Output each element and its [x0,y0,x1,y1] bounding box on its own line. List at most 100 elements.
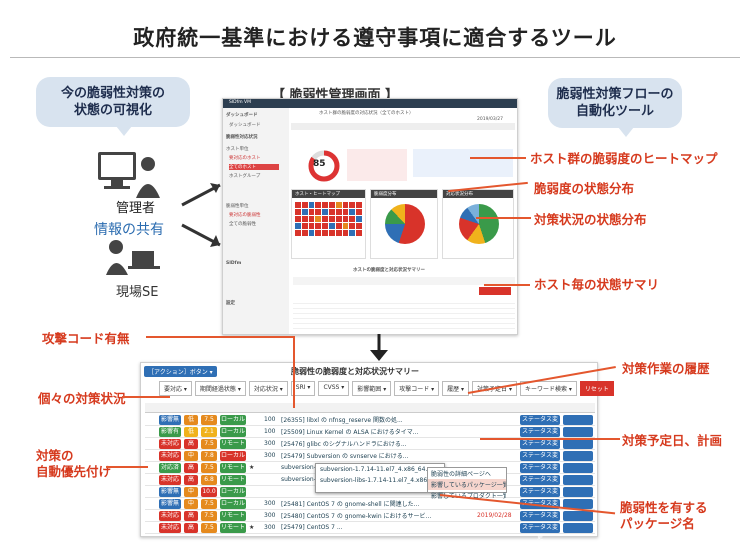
summary-leader [484,284,530,286]
vuln-dist-pie [385,204,425,244]
sidebar-item-host-group[interactable]: ホストグループ [229,174,261,179]
status-change-button[interactable]: ステータス変更 [520,438,560,457]
filter-2[interactable]: 対応状況 ▾ [248,381,288,396]
divider [10,57,740,58]
sri-cell: 高 [184,438,198,449]
summary-filter-bar[interactable] [293,277,515,285]
vuln-cell: [25481] CentOS 7 の gnome-shell に関連した... [281,501,420,508]
sidebar-item-host[interactable]: ホスト単位 [226,147,249,152]
plan-button[interactable] [563,414,593,425]
plan-button[interactable] [563,486,593,497]
package-1[interactable]: subversion-1.7.14-11.el7_4.x86_64.rpm [320,466,440,473]
status-change-button[interactable]: ステータス変更 [520,522,560,541]
sidebar-item-host-needed[interactable]: 要対応のホスト [229,156,261,161]
plan-button[interactable] [563,438,593,449]
detail-screenshot: ［アクション］ボタン ▾ 脆弱性の脆弱度と対応状況サマリー 要対応 ▾ 期間経過… [140,362,614,541]
action-dropdown-button[interactable]: ［アクション］ボタン ▾ [144,366,217,377]
status-change-button[interactable]: ステータス変更 [520,510,560,529]
plan-button[interactable] [563,522,593,533]
exploit-leader-h [146,336,294,338]
filter-0[interactable]: 要対応 ▾ [159,381,192,396]
field-se-icon [106,240,160,275]
package-2[interactable]: subversion-libs-1.7.14-11.el7_4.x86_64.r… [320,477,444,484]
sri-cell: 中 [184,450,198,461]
status-change-button[interactable]: ステータス変更 [520,450,560,469]
detail-filter-bar: 要対応 ▾ 期間経過状態 ▾ 対応状況 ▾ SRI ▾ CVSS ▾ 影響範囲 … [159,381,614,396]
vuln-cell: [25509] Linux Kernel の ALSA におけるタイマ... [281,429,419,436]
cvss-cell: 7.5 [201,414,217,425]
vuln-dist-panel: 脆弱度分布 [370,189,438,259]
filter-1[interactable]: 期間経過状態 ▾ [194,381,246,396]
filter-7[interactable]: 履歴 ▾ [442,381,470,396]
sidebar-item-vuln-all[interactable]: 全ての脆弱性 [229,222,256,227]
sidebar-item-vuln[interactable]: 脆弱性単位 [226,204,249,209]
score-value: 85 [313,159,326,169]
action-dist-pie [459,204,499,244]
plan-cell: 2019/02/28 [477,512,512,519]
sri-cell: 低 [184,426,198,437]
table-row[interactable]: 影響無し中10.0ローカルステータス変更 [145,486,595,505]
status-cell: 未対応 [159,522,181,533]
status-change-button[interactable]: ステータス変更 [520,426,560,445]
exploit-icon: ★ [249,524,255,531]
dashboard-screenshot: SIDfm VM ダッシュボード ダッシュボード 脆弱性対応状況 ホスト単位 要… [222,98,518,335]
filter-6[interactable]: 攻撃コード ▾ [394,381,440,396]
left-bubble: 今の脆弱性対策の 状態の可視化 [36,77,190,136]
plan-button[interactable] [563,498,593,509]
id-cell: 300 [264,524,276,531]
sri-cell: 高 [184,510,198,521]
heatmap-leader [470,157,526,159]
detail-reset-button[interactable]: リセット [579,381,614,396]
status-cell: 対応済 [159,462,181,473]
priority-leader [106,466,148,468]
plan-button[interactable] [563,462,593,473]
summary-reset-button[interactable] [479,287,511,295]
sidebar-item-status[interactable]: 脆弱性対応状況 [226,135,258,140]
screen-title: ホスト群の脆弱度の対応状況（全てのホスト） [319,111,414,116]
plan-button[interactable] [563,510,593,521]
sidebar-item-dashboard[interactable]: ダッシュボード [226,113,258,118]
sidebar-item-host-all[interactable]: 全てのホスト [229,164,279,170]
vuln-cell: [25479] Subversion の svnserve における... [281,453,409,460]
arrows-icon [181,183,221,247]
status-change-button[interactable]: ステータス変更 [520,462,560,481]
status-change-button[interactable]: ステータス変更 [520,486,560,505]
filter-5[interactable]: 影響範囲 ▾ [352,381,392,396]
menu-packages[interactable]: 影響しているパッケージ一覧 [428,479,506,490]
plan-button[interactable] [563,426,593,437]
sri-cell: 高 [184,462,198,473]
filter-3[interactable]: SRI ▾ [290,381,316,396]
plan-button[interactable] [563,474,593,485]
sri-cell: 低 [184,414,198,425]
impact-cell: ローカル [220,498,246,509]
vuln-dist-title: 脆弱度分布 [371,190,437,198]
impact-cell: リモート [220,462,246,473]
detail-title: 脆弱性の脆弱度と対応状況サマリー [291,367,419,376]
impact-cell: ローカル [220,426,246,437]
filter-9[interactable]: キーワード検索 ▾ [519,381,577,396]
sidebar-item-settings[interactable]: 設定 [226,301,235,306]
id-cell: 300 [264,452,276,459]
app-sidebar: ダッシュボード ダッシュボード 脆弱性対応状況 ホスト単位 要対応のホスト 全て… [223,108,289,334]
status-change-button[interactable]: ステータス変更 [520,474,560,493]
left-bubble-line1: 今の脆弱性対策の [60,86,165,101]
annotation-host-summary: ホスト毎の状態サマリ [534,277,660,292]
kpi-block-1 [347,149,407,181]
filter-4[interactable]: CVSS ▾ [318,381,350,396]
status-change-button[interactable]: ステータス変更 [520,414,560,433]
filter-bar[interactable] [291,123,515,130]
sidebar-item-dashboard-sub[interactable]: ダッシュボード [229,123,261,128]
context-menu: 脆弱性の詳細ページへ 影響しているパッケージ一覧 影響しているプロダクト一覧 [427,467,507,500]
plan-button[interactable] [563,450,593,461]
vuln-cell: [25480] CentOS 7 の gnome-kwin におけるサービ... [281,513,431,520]
menu-detail[interactable]: 脆弱性の詳細ページへ [431,471,491,478]
sidebar-item-vuln-needed[interactable]: 要対応の脆弱性 [229,213,261,218]
sidebar-item-sidfm[interactable]: SIDfm [226,261,242,266]
